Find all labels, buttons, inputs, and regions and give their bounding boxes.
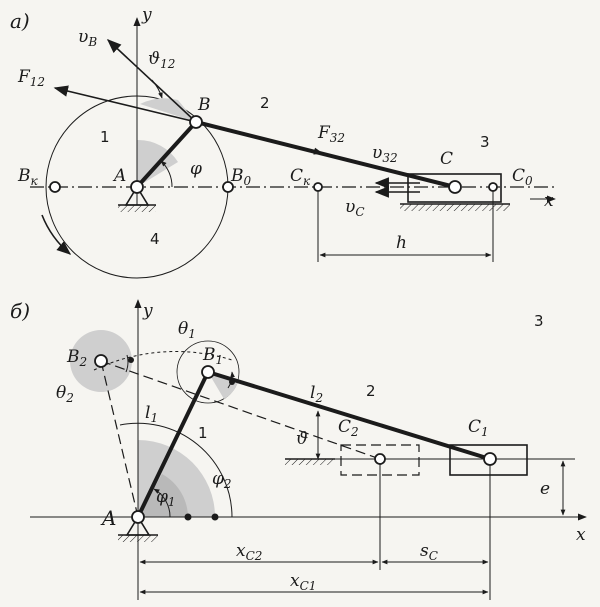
label-c1: C1	[468, 417, 489, 439]
label-c: C	[440, 149, 453, 169]
label-bk: Bк	[17, 166, 39, 188]
label-v32: υ32	[372, 143, 398, 165]
label-b0: B0	[230, 166, 252, 188]
label-b: B	[197, 95, 211, 115]
phi1-arc	[153, 488, 171, 518]
svg-text:y: y	[141, 5, 152, 25]
label-xc2: xC2	[236, 541, 262, 563]
crank-ab1	[136, 370, 210, 519]
slider-guide-hatch	[400, 204, 510, 211]
label-vb: υB	[78, 27, 97, 49]
number-2-b: 2	[366, 382, 376, 400]
slider-3	[407, 173, 502, 203]
label-c2: C2	[338, 417, 359, 439]
label-h: h	[396, 233, 407, 253]
number-1: 1	[100, 128, 110, 146]
svg-text:x: x	[544, 191, 554, 211]
number-3: 3	[480, 133, 490, 151]
joint-a	[130, 180, 144, 194]
number-3-b: 3	[534, 312, 544, 330]
theta2-arc	[125, 354, 129, 373]
point-ck	[313, 182, 323, 192]
number-4: 4	[150, 230, 160, 248]
label-theta1: θ1	[178, 319, 196, 341]
label-theta2: θ2	[56, 383, 74, 405]
label-c0: C0	[512, 166, 533, 188]
label-phi2: φ2	[212, 469, 232, 491]
joint-a-b	[131, 510, 145, 524]
label-a-b: A	[100, 506, 116, 530]
figure-a: а) y x A B C Bк B0 Cк C0 F12 υB ϑ12 F32 …	[10, 5, 556, 279]
label-vc: υC	[345, 197, 365, 219]
number-1-b: 1	[198, 424, 208, 442]
label-f32: F32	[317, 123, 345, 145]
rotation-arrow	[41, 214, 72, 255]
force-f12	[53, 85, 197, 123]
slider-position-2	[340, 444, 420, 476]
label-phi: φ	[190, 159, 202, 179]
svg-text:x: x	[576, 525, 586, 545]
joint-b1	[201, 365, 215, 379]
label-theta12: ϑ12	[148, 49, 175, 71]
joint-c1	[483, 452, 497, 466]
point-c0	[488, 182, 498, 192]
label-l1: l1	[145, 403, 158, 425]
connecting-rod-bc	[194, 120, 457, 189]
label-b1: B1	[202, 345, 223, 367]
crank-ab2	[100, 360, 139, 518]
phi-arc	[160, 160, 173, 188]
label-a: A	[112, 166, 126, 186]
label-f12: F12	[17, 67, 45, 89]
tag-a: а)	[10, 9, 30, 33]
joint-c2	[374, 453, 386, 465]
tag-b: б)	[10, 299, 30, 323]
label-sc: sC	[420, 541, 438, 563]
connecting-rod-b1c1	[206, 370, 492, 461]
slider-position-1	[449, 444, 528, 476]
theta1-circle	[176, 340, 240, 404]
velocity-vb	[106, 39, 197, 123]
phi2-arc	[119, 422, 233, 518]
number-2: 2	[260, 94, 270, 112]
label-l2: l2	[310, 383, 323, 405]
theta12-sector	[140, 98, 196, 122]
force-f32-arrow	[295, 146, 323, 155]
crank-ab	[135, 120, 198, 189]
figure-b: б) y x A B2 B1 C2 C1 θ1 θ2 l1 l2 φ1 φ2 ϑ…	[10, 299, 587, 600]
joint-b2	[94, 354, 108, 368]
label-b2: B2	[66, 347, 87, 369]
joint-b	[189, 115, 203, 129]
phi1-sector	[138, 474, 188, 517]
point-b0	[222, 181, 234, 193]
label-theta: ϑ	[296, 429, 308, 449]
svg-text:y: y	[142, 301, 153, 321]
joint-c	[448, 180, 462, 194]
label-ck: Cк	[290, 166, 311, 188]
label-phi1: φ1	[156, 487, 176, 509]
connecting-rod-b2c2	[100, 360, 381, 460]
label-xc1: xC1	[290, 571, 316, 593]
theta1-sector	[208, 372, 238, 399]
point-bk	[49, 181, 61, 193]
theta12-arc	[151, 79, 163, 99]
label-e: e	[540, 479, 550, 499]
